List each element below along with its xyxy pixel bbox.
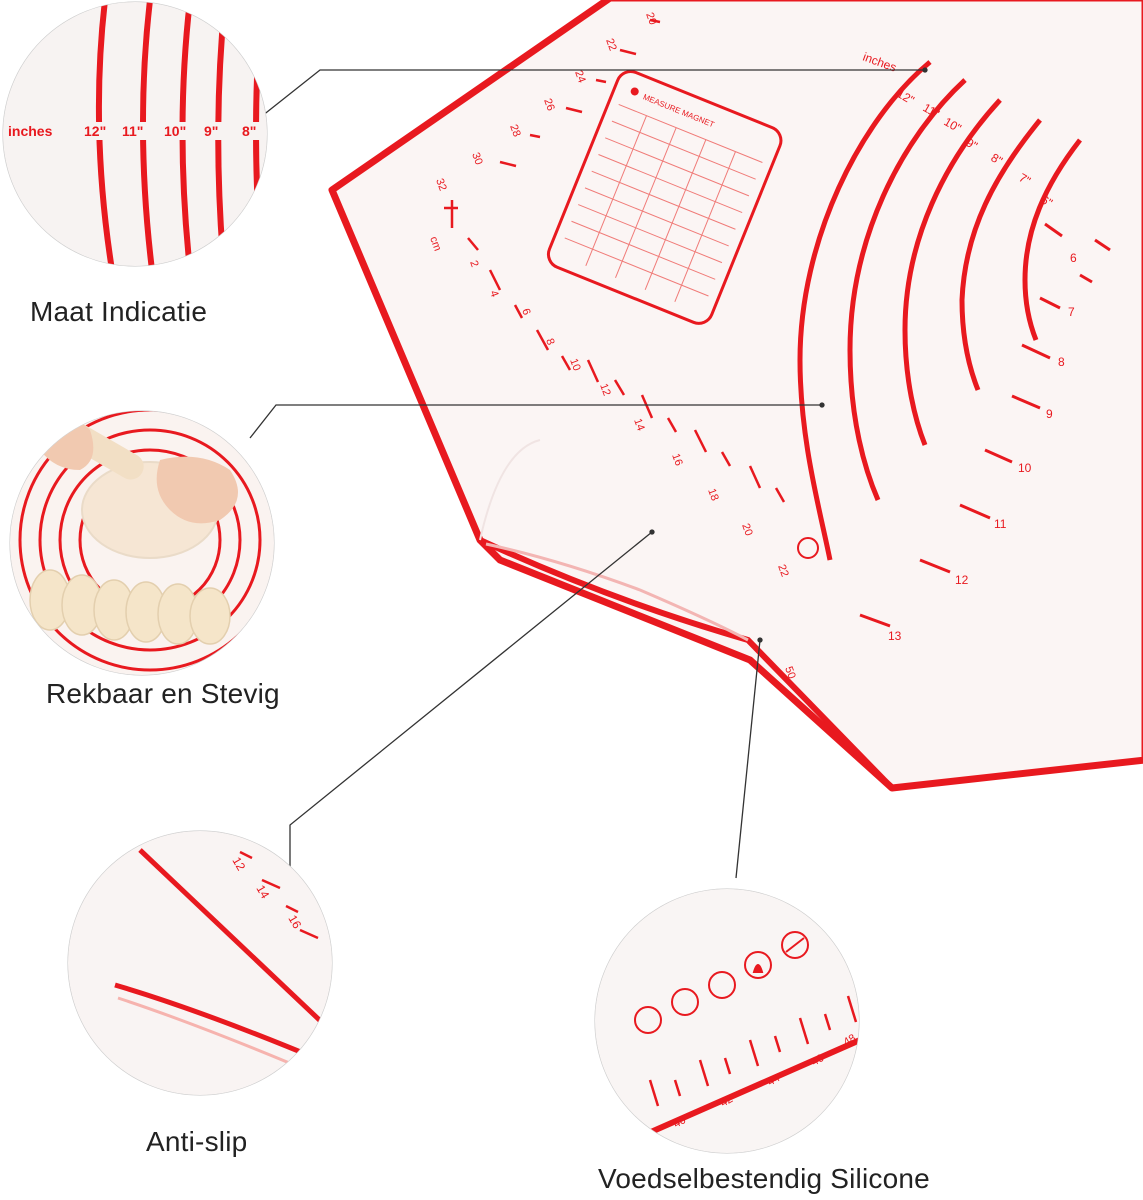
svg-text:10": 10" <box>164 123 186 139</box>
svg-text:16: 16 <box>669 452 684 468</box>
svg-text:22: 22 <box>775 563 790 579</box>
svg-text:32: 32 <box>433 177 448 193</box>
heat-resistant-icon <box>708 971 736 999</box>
svg-text:8: 8 <box>543 337 556 347</box>
svg-text:10: 10 <box>567 357 582 373</box>
svg-text:13: 13 <box>888 629 902 643</box>
svg-text:16: 16 <box>285 913 304 932</box>
zoom-circle-size-indication: inches 12" 11" 10" 9" 8" <box>2 1 268 267</box>
safety-icons <box>634 931 809 1034</box>
svg-text:40: 40 <box>672 1114 689 1131</box>
food-safe-icon <box>671 988 699 1016</box>
svg-text:24: 24 <box>572 69 587 85</box>
circle-guides <box>797 60 1082 561</box>
svg-text:11: 11 <box>994 517 1007 531</box>
svg-text:20: 20 <box>739 522 754 538</box>
svg-text:28: 28 <box>507 123 522 139</box>
svg-text:inches: inches <box>8 123 53 139</box>
svg-text:8: 8 <box>1058 355 1065 369</box>
svg-text:44: 44 <box>766 1072 783 1089</box>
silicone-mat: inches 12" 11" 10" 9" 8" 7" 6" <box>328 0 1143 792</box>
svg-text:48: 48 <box>842 1032 859 1049</box>
svg-text:12: 12 <box>229 855 248 874</box>
top-edge-ruler: 20 22 24 26 28 30 32 <box>433 11 661 193</box>
svg-text:8": 8" <box>242 123 256 139</box>
mat-corner-icon <box>797 537 819 559</box>
svg-text:18: 18 <box>705 487 720 503</box>
caption-size-indication: Maat Indicatie <box>30 296 208 327</box>
svg-text:12: 12 <box>955 573 969 587</box>
svg-text:6: 6 <box>519 307 532 317</box>
svg-text:9: 9 <box>1046 407 1053 421</box>
svg-text:4: 4 <box>487 289 500 299</box>
svg-text:50: 50 <box>782 665 797 681</box>
svg-text:42: 42 <box>719 1093 736 1110</box>
food-ruler-ticks <box>648 995 858 1107</box>
svg-text:10: 10 <box>1018 461 1032 475</box>
svg-text:26: 26 <box>541 97 556 113</box>
svg-text:14: 14 <box>253 883 272 902</box>
zoom-circle-food-grade: 40 42 44 46 48 <box>594 888 860 1154</box>
caption-stretchy-sturdy: Rekbaar en Stevig <box>46 678 280 709</box>
svg-text:14: 14 <box>631 417 646 433</box>
right-edge-ruler: 6 7 8 9 10 11 12 13 <box>859 222 1111 643</box>
flame-icon <box>744 951 772 979</box>
svg-text:46: 46 <box>810 1052 827 1069</box>
bottom-edge-ruler: cm 2 4 6 8 10 12 14 16 18 20 22 50 <box>427 200 798 681</box>
bpa-free-icon <box>634 1006 662 1034</box>
caption-food-grade: Voedselbestendig Silicone <box>598 1163 930 1194</box>
svg-text:7: 7 <box>1068 305 1075 319</box>
svg-text:20: 20 <box>643 11 658 27</box>
svg-text:cm: cm <box>427 235 443 253</box>
zoom-circle-stretchy <box>9 410 275 676</box>
svg-text:12": 12" <box>84 123 106 139</box>
zoom-circle-anti-slip: 12 14 16 <box>67 830 333 1096</box>
svg-text:30: 30 <box>469 151 484 167</box>
caption-anti-slip: Anti-slip <box>146 1126 248 1157</box>
svg-text:6: 6 <box>1070 251 1077 265</box>
svg-text:22: 22 <box>603 37 618 53</box>
svg-text:2: 2 <box>467 259 480 269</box>
svg-text:12: 12 <box>597 382 612 398</box>
svg-text:11": 11" <box>122 123 143 139</box>
no-knife-icon <box>781 931 809 959</box>
dough-rolls <box>29 569 231 645</box>
svg-text:9": 9" <box>204 123 218 139</box>
hand-right <box>156 456 238 524</box>
leader-lines <box>249 67 928 880</box>
